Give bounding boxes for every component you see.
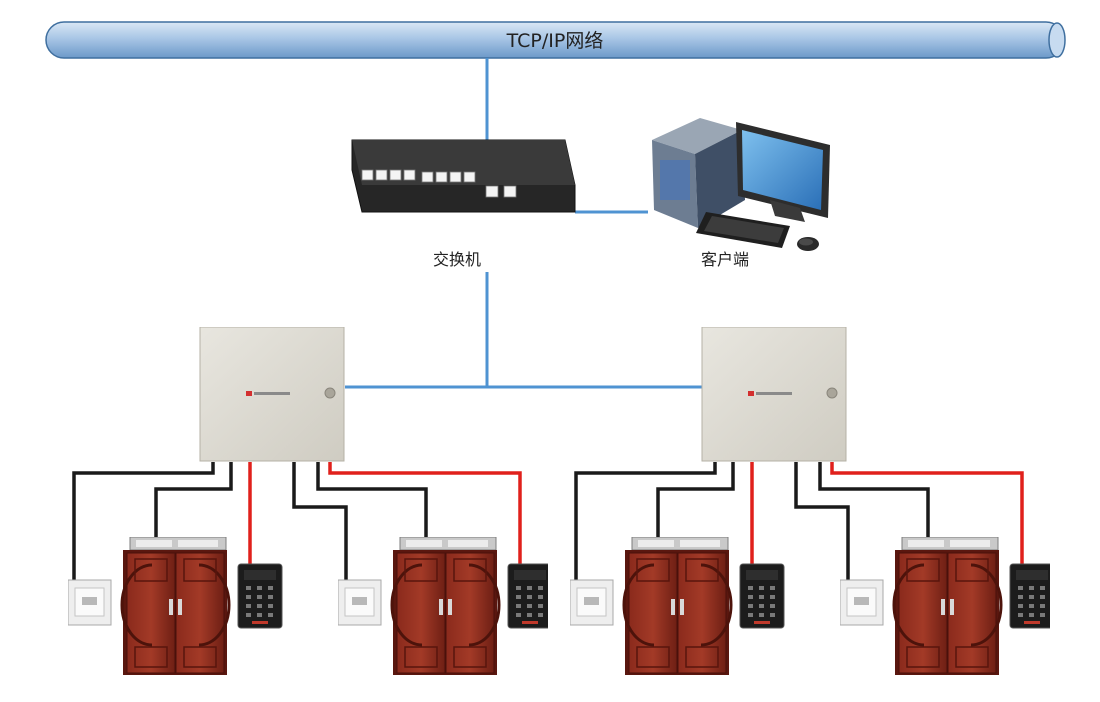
tcpip-network-bus — [45, 21, 1066, 59]
access-controller-left — [68, 327, 552, 675]
network-label: TCP/IP网络 — [506, 30, 604, 52]
switch-label: 交换机 — [433, 250, 481, 269]
client-computer — [652, 118, 830, 251]
client-label: 客户端 — [701, 250, 749, 269]
access-controller-left-group — [68, 327, 552, 675]
network-switch — [351, 139, 576, 213]
network-links — [345, 58, 702, 389]
access-controller-right — [570, 327, 1054, 675]
access-controller-right-group — [570, 327, 1054, 675]
